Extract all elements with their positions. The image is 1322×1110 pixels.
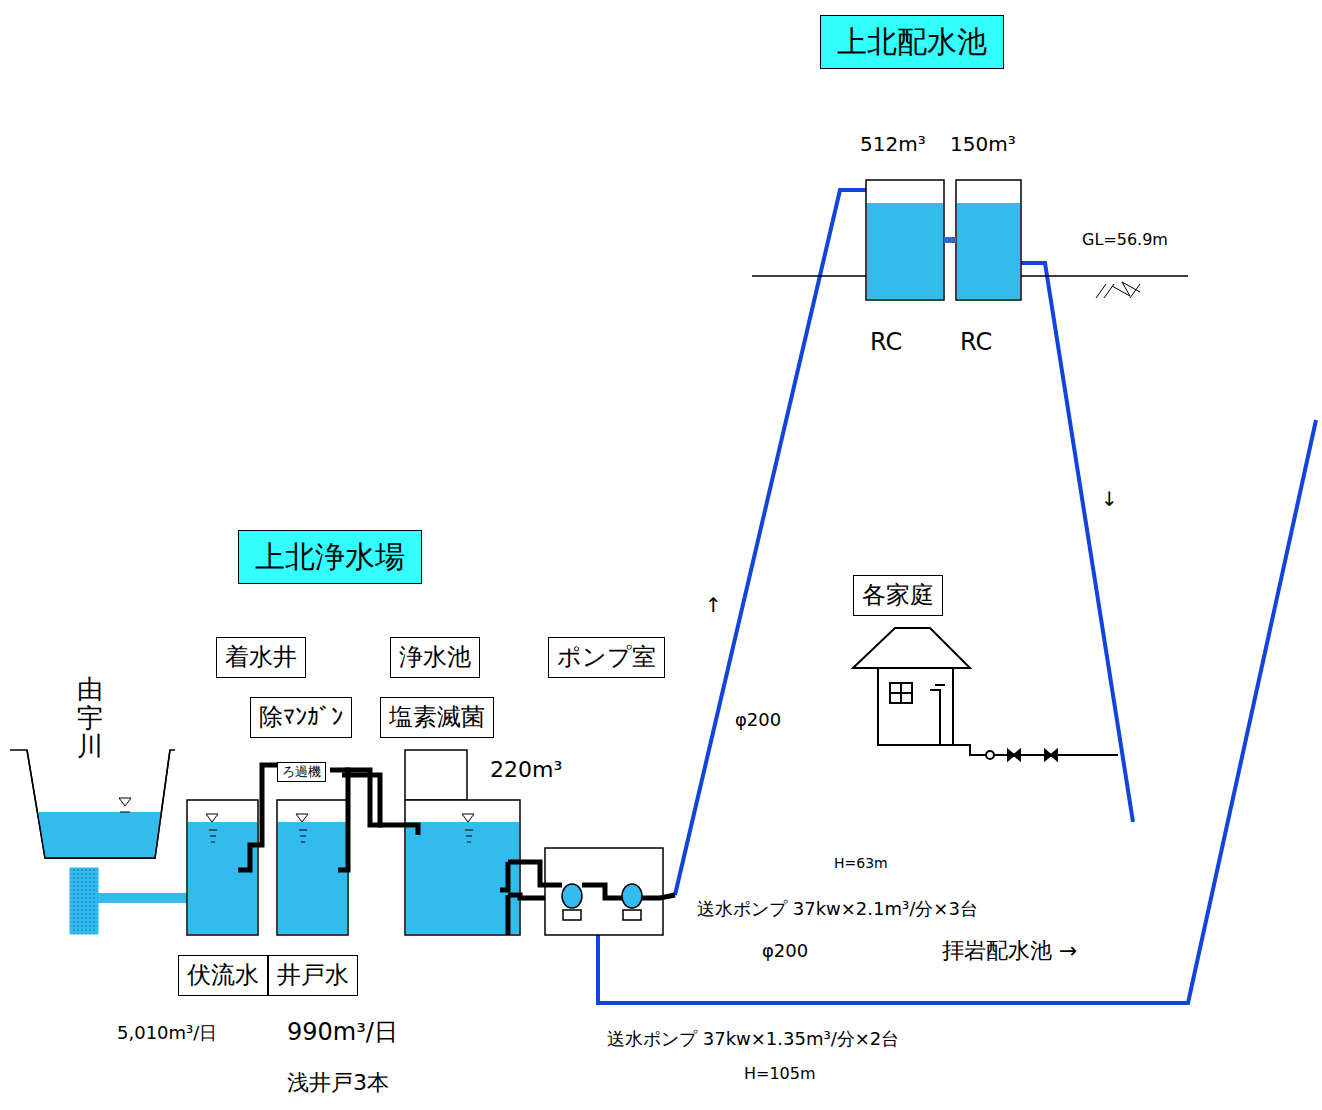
box-text: 各家庭	[862, 581, 934, 610]
pump-spec: 送水ポンプ 37kw×1.35m³/分×2台	[605, 1028, 901, 1050]
pump-spec: 送水ポンプ 37kw×2.1m³/分×3台	[695, 898, 980, 920]
destination-label: 拝岩配水池 →	[940, 938, 1079, 964]
material-label: RC	[870, 328, 902, 356]
box-text: 浄水池	[399, 643, 471, 672]
box-text: 伏流水	[187, 961, 259, 990]
box-text: 除ﾏﾝｶﾞﾝ	[259, 703, 343, 732]
box-text: 井戸水	[277, 961, 349, 990]
house-box: 各家庭	[853, 575, 943, 616]
pump-head: H=63m	[832, 855, 890, 872]
process-box: 塩素滅菌	[380, 697, 494, 738]
reservoir-tank: 512m³RC	[866, 180, 944, 300]
place-title: 上北浄水場	[238, 530, 422, 584]
box-text: 上北配水池	[837, 24, 987, 60]
well-count: 浅井戸3本	[285, 1070, 391, 1096]
material-label: RC	[960, 328, 992, 356]
river-name: 由宇川	[75, 675, 105, 761]
box-text: ろ過機	[282, 764, 321, 780]
box-text: 着水井	[225, 643, 297, 672]
ground-level: GL=56.9m	[1080, 230, 1170, 249]
box-text: 上北浄水場	[255, 539, 405, 575]
flow-amount: 990m³/日	[285, 1018, 400, 1047]
box-text: ポンプ室	[557, 643, 656, 672]
reservoir-tank: 150m³RC	[956, 180, 1021, 300]
filter-box: ろ過機	[277, 762, 326, 782]
place-title: 上北配水池	[820, 15, 1004, 69]
connecting-pipe	[944, 240, 956, 241]
capacity-label: 512m³	[860, 132, 926, 156]
flow-arrow: ↓	[1099, 487, 1120, 511]
source-box: 伏流水	[178, 955, 268, 996]
source-box: 井戸水	[268, 955, 358, 996]
process-box: 除ﾏﾝｶﾞﾝ	[250, 697, 352, 738]
flow-amount: 5,010m³/日	[115, 1022, 219, 1044]
pipe-size: φ200	[733, 709, 783, 731]
capacity-label: 150m³	[950, 132, 1016, 156]
pipe-size: φ200	[760, 940, 810, 962]
pump-head: H=105m	[742, 1064, 818, 1083]
flow-arrow: ↑	[703, 593, 724, 617]
capacity-label: 220m³	[488, 757, 564, 783]
box-text: 塩素滅菌	[389, 703, 485, 732]
facility-box: ポンプ室	[548, 637, 665, 678]
facility-box: 浄水池	[390, 637, 480, 678]
facility-box: 着水井	[216, 637, 306, 678]
